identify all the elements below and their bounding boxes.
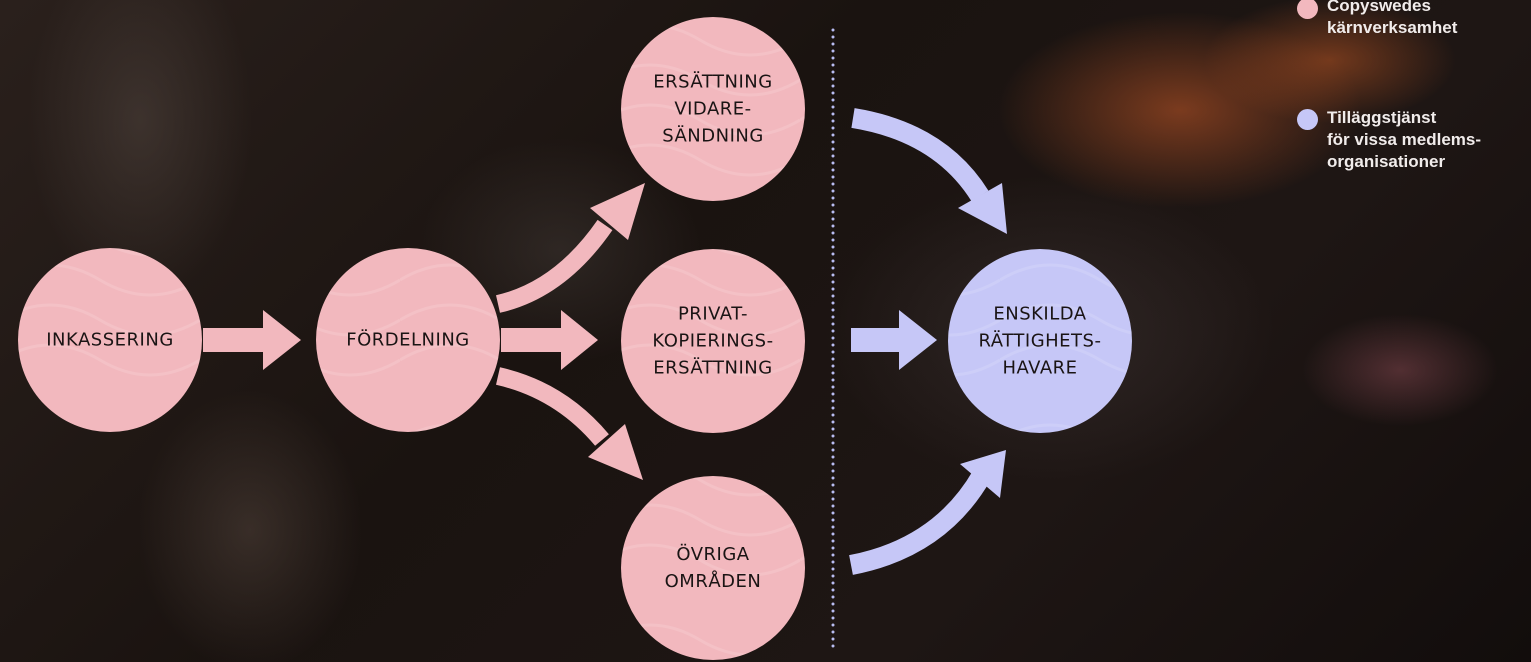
arrow-vidaresandning-to-enskilda xyxy=(851,108,1007,234)
node-privatkopiering-circle xyxy=(621,249,805,433)
legend-core-dot xyxy=(1297,0,1318,19)
legend-addon-label: Tilläggstjänst för vissa medlems- organi… xyxy=(1327,108,1482,171)
legend-addon-dot xyxy=(1297,109,1318,130)
node-inkassering-circle xyxy=(18,248,202,432)
arrow-fordelning-to-privatkopiering xyxy=(501,310,598,370)
node-privatkopiering-label: PRIVAT- KOPIERINGS- ERSÄTTNING xyxy=(652,303,774,379)
node-fordelning-circle xyxy=(316,248,500,432)
node-vidaresandning-circle xyxy=(621,17,805,201)
node-inkassering-label: INKASSERING xyxy=(46,329,174,351)
arrow-ovriga-to-enskilda xyxy=(849,450,1006,575)
node-ovriga-circle xyxy=(621,476,805,660)
node-enskilda-label: ENSKILDA RÄTTIGHETS- HAVARE xyxy=(978,303,1102,379)
arrow-fordelning-to-vidaresandning xyxy=(495,183,645,313)
legend-core-label: Copyswedes kärnverksamhet xyxy=(1327,0,1458,37)
arrow-fordelning-to-ovriga xyxy=(495,367,643,480)
node-vidaresandning-label: ERSÄTTNING VIDARE- SÄNDNING xyxy=(653,71,773,147)
node-enskilda-circle xyxy=(948,249,1132,433)
node-fordelning-label: FÖRDELNING xyxy=(346,329,470,351)
arrow-privatkopiering-to-enskilda xyxy=(851,310,937,370)
arrow-inkassering-to-fordelning xyxy=(203,310,301,370)
node-ovriga-label: ÖVRIGA OMRÅDEN xyxy=(664,544,762,592)
